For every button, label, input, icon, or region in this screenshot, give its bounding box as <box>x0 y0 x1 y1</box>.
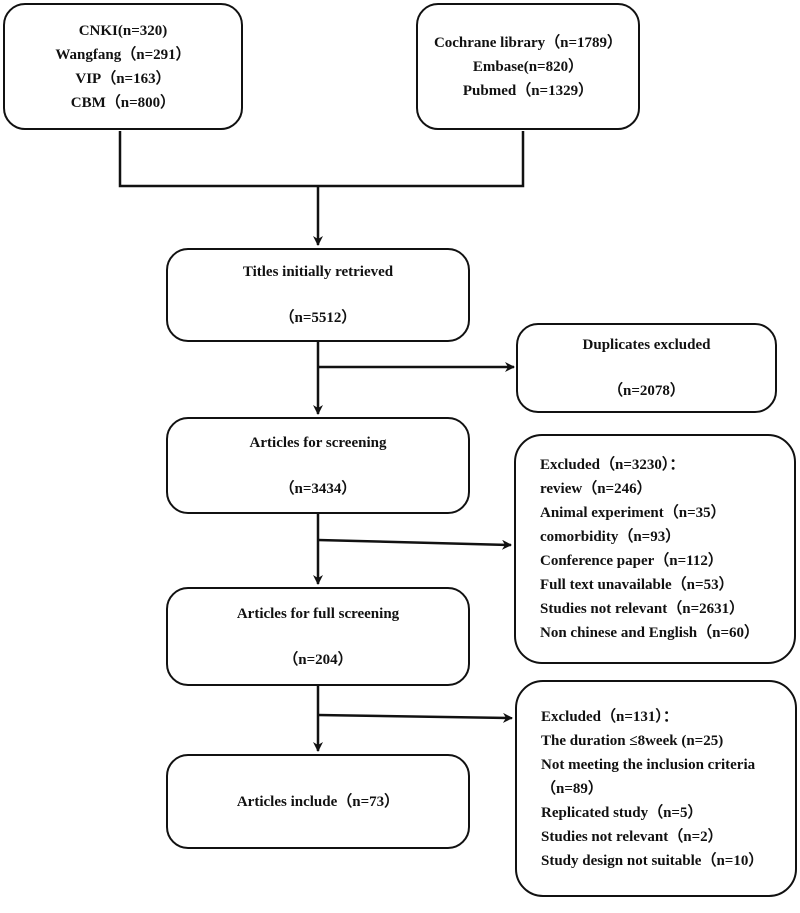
excluded-comorbidity: comorbidity（n=93） <box>540 529 681 545</box>
titles-retrieved-label: Titles initially retrieved <box>242 264 394 280</box>
excluded-inclusion-criteria: Not meeting the inclusion criteria <box>541 756 756 773</box>
excluded-inclusion-count: （n=89） <box>541 780 603 797</box>
full-screening-count: （n=204） <box>283 651 353 668</box>
source-cbm: CBM（n=800） <box>70 94 176 111</box>
excluded-review: review（n=246） <box>540 481 652 497</box>
articles-included-box: Articles include（n=73） <box>166 754 470 849</box>
full-excluded-title: Excluded（n=131）： <box>541 708 678 725</box>
excluded-design: Study design not suitable（n=10） <box>541 852 764 869</box>
source-vip: VIP（n=163） <box>75 70 171 87</box>
excluded-not-relevant: Studies not relevant（n=2631） <box>540 601 745 617</box>
excluded-duration: The duration ≤8week (n=25) <box>541 732 724 749</box>
titles-retrieved-count: （n=5512） <box>279 310 357 326</box>
excluded-fulltext: Full text unavailable（n=53） <box>540 577 734 593</box>
excluded-conference: Conference paper（n=112） <box>540 553 723 569</box>
chinese-databases-box: CNKI(n=320) Wangfang（n=291） VIP（n=163） C… <box>3 3 243 130</box>
source-cnki: CNKI(n=320) <box>78 22 168 39</box>
screening-excluded-box: Excluded（n=3230）： review（n=246） Animal e… <box>514 434 796 664</box>
duplicates-excluded-box: Duplicates excluded （n=2078） <box>516 323 777 413</box>
excluded-language: Non chinese and English（n=60） <box>540 625 760 641</box>
arrow-to-screening-excluded <box>317 538 512 550</box>
titles-retrieved-box: Titles initially retrieved （n=5512） <box>166 248 470 342</box>
duplicates-count: （n=2078） <box>608 383 685 399</box>
screening-label: Articles for screening <box>249 434 387 451</box>
merge-line <box>118 131 525 188</box>
screening-count: （n=3434） <box>279 480 357 497</box>
excluded-animal: Animal experiment（n=35） <box>540 505 726 521</box>
full-screening-box: Articles for full screening （n=204） <box>166 587 470 686</box>
included-label: Articles include（n=73） <box>236 793 400 810</box>
source-wangfang: Wangfang（n=291） <box>55 46 191 63</box>
excluded-not-relevant-2: Studies not relevant（n=2） <box>541 828 723 845</box>
screening-excluded-title: Excluded（n=3230）： <box>540 457 685 473</box>
excluded-replicated: Replicated study（n=5） <box>541 804 703 821</box>
full-screening-label: Articles for full screening <box>236 605 400 622</box>
source-cochrane: Cochrane library（n=1789） <box>433 34 623 51</box>
english-databases-box: Cochrane library（n=1789） Embase(n=820） P… <box>416 3 640 130</box>
articles-screening-box: Articles for screening （n=3434） <box>166 417 470 514</box>
source-pubmed: Pubmed（n=1329） <box>462 82 594 99</box>
duplicates-label: Duplicates excluded <box>582 337 711 353</box>
full-excluded-box: Excluded（n=131）： The duration ≤8week (n=… <box>515 680 797 897</box>
source-embase: Embase(n=820） <box>472 58 584 75</box>
arrow-to-full-excluded <box>317 712 513 723</box>
